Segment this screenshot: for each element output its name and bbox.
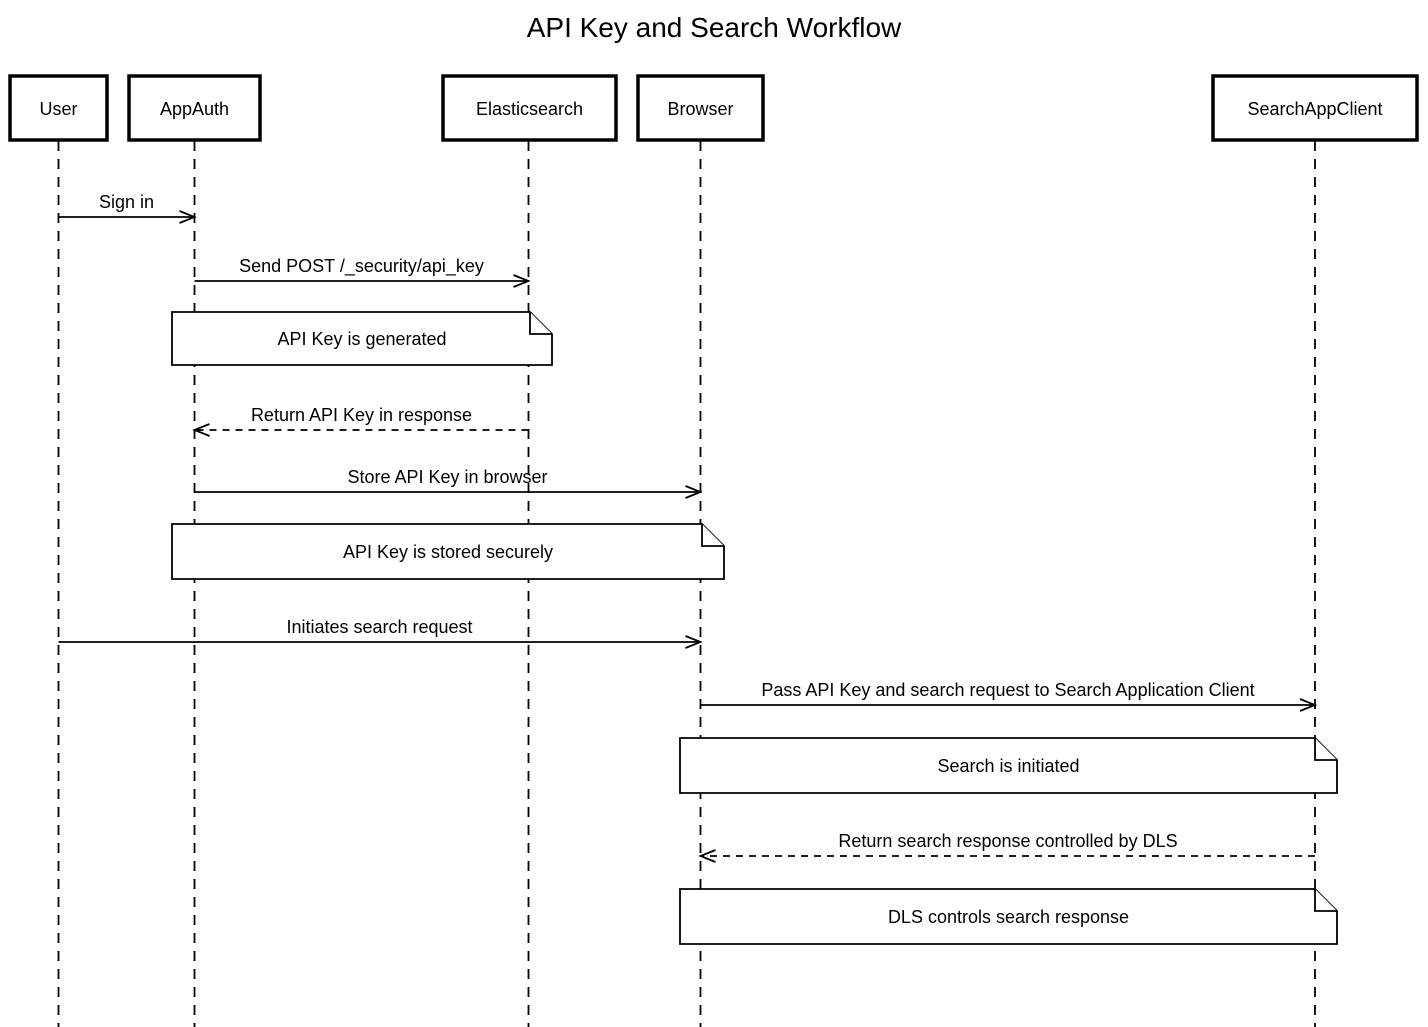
message-label-initiates-search: Initiates search request — [286, 617, 472, 637]
message-label-return-search-response: Return search response controlled by DLS — [838, 831, 1177, 851]
note-fold-corner — [1314, 889, 1337, 912]
note-dls-controls: DLS controls search response — [679, 888, 1338, 945]
note-label-search-initiated: Search is initiated — [937, 756, 1079, 776]
diagram-title: API Key and Search Workflow — [527, 12, 902, 43]
message-label-return-api-key: Return API Key in response — [251, 405, 472, 425]
note-search-initiated: Search is initiated — [679, 737, 1338, 794]
note-box — [171, 311, 553, 366]
message-label-send-post: Send POST /_security/api_key — [239, 256, 484, 277]
participant-box-browser — [636, 74, 765, 142]
message-label-store-api-key: Store API Key in browser — [347, 467, 547, 487]
note-label-api-key-generated: API Key is generated — [277, 329, 446, 349]
message-store-api-key: Store API Key in browser — [194, 467, 701, 492]
participant-user: User — [8, 74, 109, 142]
note-fold-corner — [701, 524, 724, 547]
note-box — [679, 888, 1338, 945]
note-label-api-key-stored: API Key is stored securely — [343, 542, 553, 562]
participant-label-searchappclient: SearchAppClient — [1247, 99, 1382, 119]
participant-box-appauth — [127, 74, 262, 142]
note-fold-corner — [1314, 738, 1337, 761]
message-pass-api-key: Pass API Key and search request to Searc… — [700, 680, 1316, 705]
message-send-post: Send POST /_security/api_key — [194, 256, 529, 281]
participant-appauth: AppAuth — [127, 74, 262, 142]
message-return-search-response: Return search response controlled by DLS — [701, 831, 1315, 856]
participant-box-user — [8, 74, 109, 142]
participant-searchappclient: SearchAppClient — [1211, 74, 1419, 142]
note-label-dls-controls: DLS controls search response — [888, 907, 1129, 927]
participant-box-searchappclient — [1211, 74, 1419, 142]
note-api-key-stored: API Key is stored securely — [171, 523, 725, 580]
participant-label-appauth: AppAuth — [160, 99, 229, 119]
participant-label-browser: Browser — [667, 99, 733, 119]
message-initiates-search: Initiates search request — [58, 617, 701, 642]
note-fold-corner — [529, 312, 552, 335]
message-label-sign-in: Sign in — [99, 192, 154, 212]
message-sign-in: Sign in — [58, 192, 195, 217]
participant-elasticsearch: Elasticsearch — [441, 74, 618, 142]
participant-browser: Browser — [636, 74, 765, 142]
note-box — [679, 737, 1338, 794]
participant-box-elasticsearch — [441, 74, 618, 142]
note-api-key-generated: API Key is generated — [171, 311, 553, 366]
participant-label-elasticsearch: Elasticsearch — [476, 99, 583, 119]
message-return-api-key: Return API Key in response — [195, 405, 529, 430]
participant-label-user: User — [39, 99, 77, 119]
message-label-pass-api-key: Pass API Key and search request to Searc… — [761, 680, 1254, 700]
note-box — [171, 523, 725, 580]
